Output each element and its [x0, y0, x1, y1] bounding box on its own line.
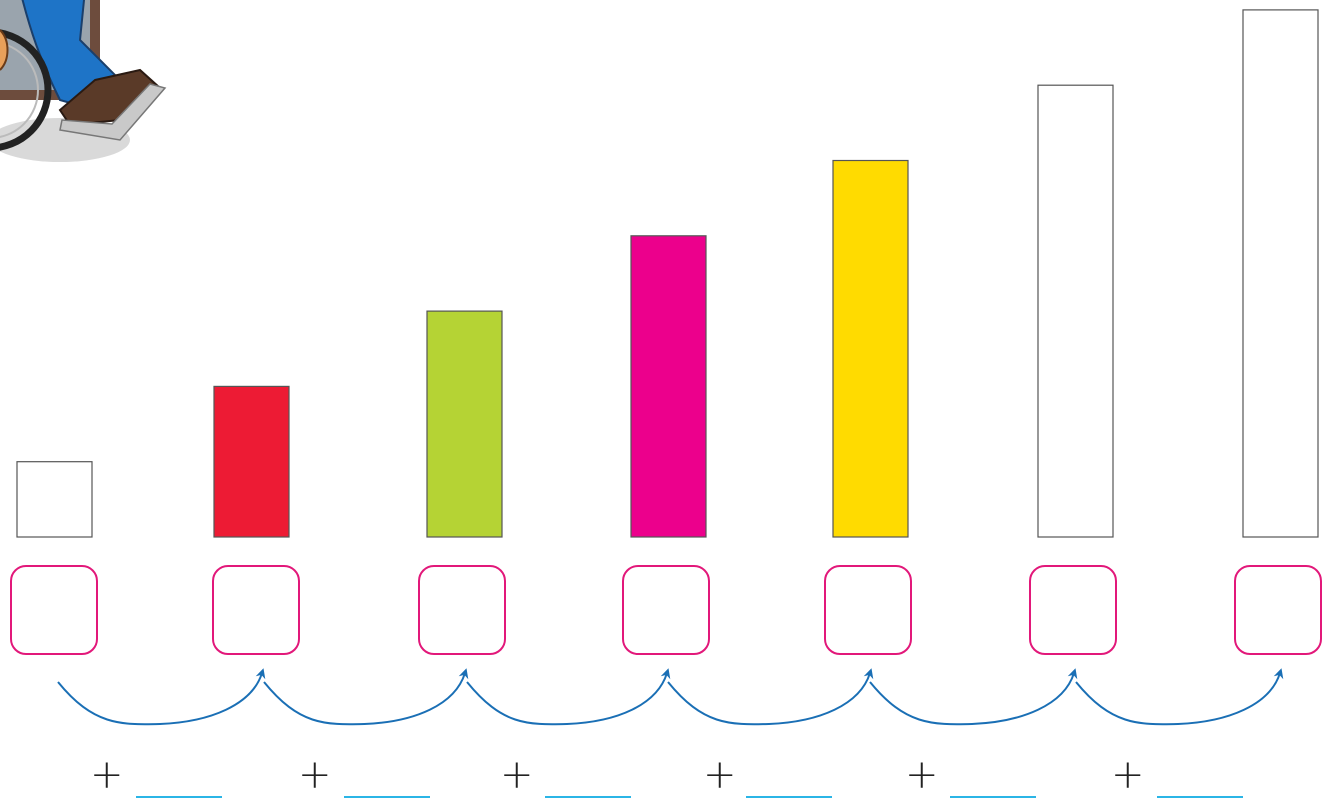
bar-3 [426, 310, 503, 538]
plus-sign-5: + [905, 752, 939, 798]
answer-box-5[interactable] [824, 565, 912, 655]
answer-box-1[interactable] [10, 565, 98, 655]
answer-box-6[interactable] [1029, 565, 1117, 655]
bar-2 [213, 385, 290, 538]
bar-group [16, 9, 1319, 538]
plus-sign-3: + [500, 752, 534, 798]
jump-arrow-5 [869, 668, 1078, 726]
jump-arrow-2 [263, 668, 469, 726]
answer-blank-5[interactable] [950, 796, 1036, 798]
bar-5 [832, 159, 909, 538]
wheelchair-person-illustration [0, 0, 167, 162]
jump-arrow-4 [667, 668, 874, 726]
answer-blank-6[interactable] [1157, 796, 1243, 798]
arrow-group [57, 668, 1284, 726]
plus-sign-2: + [298, 752, 332, 798]
answer-blank-2[interactable] [344, 796, 430, 798]
plus-sign-4: + [703, 752, 737, 798]
plus-sign-6: + [1111, 752, 1145, 798]
bar-4 [630, 235, 707, 538]
jump-arrow-3 [466, 668, 671, 726]
bar-6 [1037, 84, 1114, 538]
answer-box-2[interactable] [212, 565, 300, 655]
answer-blank-3[interactable] [545, 796, 631, 798]
bar-7 [1242, 9, 1319, 538]
answer-box-7[interactable] [1234, 565, 1322, 655]
plus-sign-1: + [90, 752, 124, 798]
jump-arrow-6 [1075, 668, 1284, 726]
answer-box-4[interactable] [622, 565, 710, 655]
bar-1 [16, 461, 93, 538]
answer-blank-4[interactable] [746, 796, 832, 798]
answer-blank-1[interactable] [136, 796, 222, 798]
answer-box-3[interactable] [418, 565, 506, 655]
jump-arrow-1 [57, 668, 266, 726]
